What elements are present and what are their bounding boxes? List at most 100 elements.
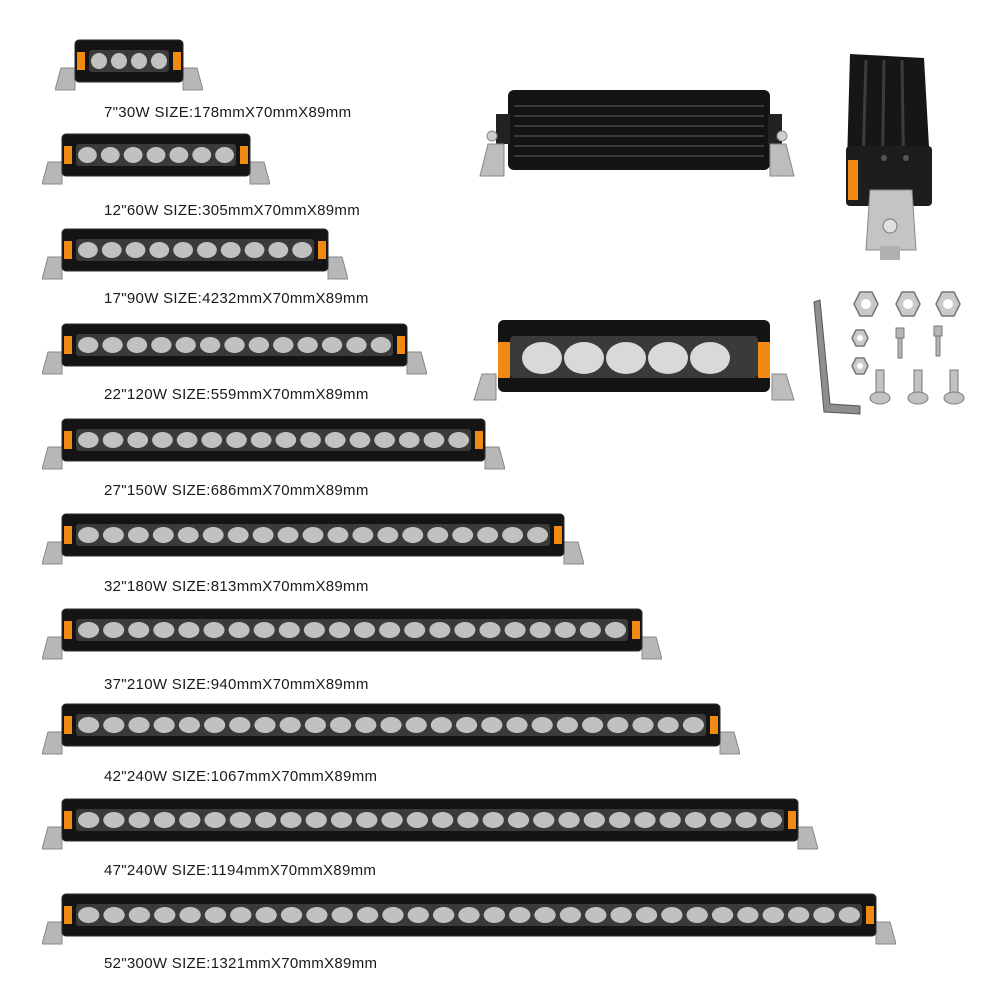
size-label-27in: 27"150W SIZE:686mmX70mmX89mm (104, 482, 369, 499)
led-cell (556, 717, 579, 733)
led-cell (279, 717, 301, 733)
led-cell (502, 527, 524, 543)
led-cell (201, 432, 223, 448)
led-cell (456, 717, 478, 733)
led-cell (427, 527, 449, 543)
led-cell (78, 147, 97, 163)
lightbar-side-view-image (846, 54, 932, 260)
led-cell (78, 337, 99, 353)
led-cell (374, 432, 395, 448)
led-cell (255, 907, 277, 923)
led-cell (710, 812, 732, 828)
led-cell (153, 717, 175, 733)
led-cell (230, 907, 252, 923)
led-cell (407, 907, 429, 923)
led-cell (609, 812, 631, 828)
led-cell (253, 622, 275, 638)
size-label-12in: 12"60W SIZE:305mmX70mmX89mm (104, 202, 361, 219)
led-cell (481, 717, 503, 733)
led-cell (330, 717, 352, 733)
led-cell (331, 907, 353, 923)
lightbar-32in (42, 510, 584, 568)
led-cell (370, 337, 391, 353)
led-cell (402, 527, 424, 543)
lightbar-graphic (42, 513, 584, 565)
led-cell (302, 527, 324, 543)
lightbar-37in (42, 605, 662, 663)
led-cell (175, 337, 196, 353)
led-cell (305, 812, 327, 828)
led-cell (349, 432, 371, 448)
led-cell (657, 717, 679, 733)
led-cell (215, 147, 234, 163)
led-cell (103, 812, 125, 828)
led-cell (103, 717, 125, 733)
led-cell (280, 907, 303, 923)
led-cell (504, 622, 526, 638)
led-cell (760, 812, 782, 828)
lightbar-graphic (42, 323, 427, 375)
led-cell (178, 717, 200, 733)
led-cell (432, 812, 454, 828)
led-cell (128, 907, 151, 923)
led-cell (169, 147, 189, 163)
lightbar-graphic (42, 608, 662, 660)
lightbar-graphic (42, 228, 348, 280)
led-cell (248, 337, 270, 353)
led-cell (173, 242, 194, 258)
led-cell (178, 622, 200, 638)
led-cell (607, 717, 629, 733)
led-cell (635, 907, 658, 923)
led-cell (176, 432, 198, 448)
led-cell (280, 812, 302, 828)
led-cell (554, 622, 576, 638)
led-cell (152, 527, 174, 543)
lightbar-52in (42, 890, 896, 948)
lightbar-17in (42, 225, 348, 283)
led-cell (153, 812, 176, 828)
size-label-32in: 32"180W SIZE:813mmX70mmX89mm (104, 578, 369, 595)
led-cell (404, 622, 426, 638)
lightbar-graphic (42, 703, 740, 755)
led-cell (128, 717, 150, 733)
led-cell (661, 907, 683, 923)
led-cell (483, 907, 506, 923)
size-label-22in: 22"120W SIZE:559mmX70mmX89mm (104, 386, 369, 403)
led-cell (204, 812, 226, 828)
led-cell (356, 907, 379, 923)
led-cell (78, 717, 100, 733)
led-cell (78, 242, 98, 258)
led-cell (297, 337, 318, 353)
led-cell (101, 242, 122, 258)
led-cell (300, 432, 321, 448)
led-cell (252, 527, 274, 543)
led-cell (151, 337, 172, 353)
led-cell (102, 432, 124, 448)
led-cell (579, 622, 601, 638)
led-cell (533, 812, 555, 828)
led-cell (458, 907, 480, 923)
led-cell (454, 622, 476, 638)
led-cell (634, 812, 656, 828)
led-cell (131, 53, 147, 69)
led-cell (328, 622, 351, 638)
led-cell (509, 907, 531, 923)
led-cell (292, 242, 312, 258)
led-cell (123, 147, 143, 163)
led-cell (787, 907, 810, 923)
led-cell (604, 622, 626, 638)
led-cell (255, 812, 277, 828)
size-label-17in: 17"90W SIZE:4232mmX70mmX89mm (104, 290, 369, 307)
led-cell (151, 53, 167, 69)
led-cell (179, 812, 201, 828)
led-cell (423, 432, 445, 448)
lightbar-12in (42, 130, 270, 188)
led-cell (527, 527, 548, 543)
led-cell (78, 812, 100, 828)
led-cell (377, 527, 399, 543)
led-cell (327, 527, 349, 543)
led-cell (356, 812, 378, 828)
led-cell (103, 907, 125, 923)
led-cell (531, 717, 553, 733)
led-cell (582, 717, 604, 733)
